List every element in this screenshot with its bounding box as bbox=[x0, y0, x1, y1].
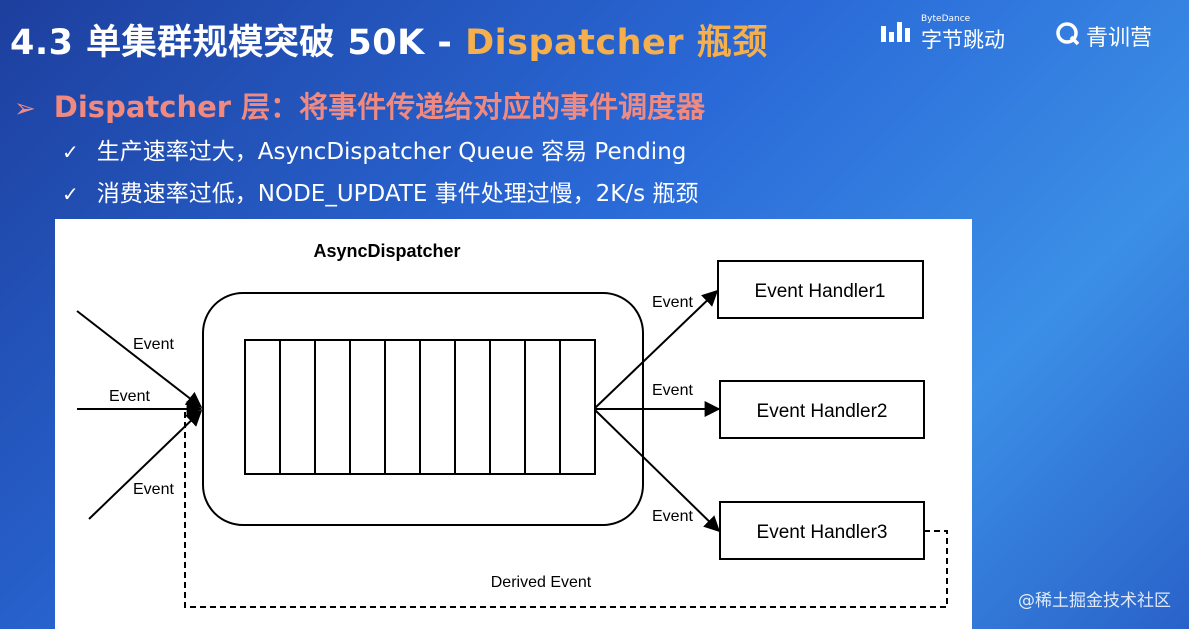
check-item-text: 消费速率过低，NODE_UPDATE 事件处理过慢，2K/s 瓶颈 bbox=[96, 181, 699, 207]
section-heading-text: Dispatcher 层：将事件传递给对应的事件调度器 bbox=[53, 90, 706, 124]
queue-slot bbox=[524, 339, 561, 475]
incoming-arrow bbox=[88, 409, 203, 520]
event-handler-box bbox=[719, 501, 925, 560]
incoming-event-label: Event bbox=[133, 481, 174, 498]
check-icon: ✓ bbox=[62, 182, 79, 206]
queue-slot bbox=[279, 339, 316, 475]
check-item-text: 生产速率过大，AsyncDispatcher Queue 容易 Pending bbox=[96, 139, 687, 165]
event-handler-label: Event Handler3 bbox=[757, 522, 888, 543]
outgoing-arrow bbox=[594, 409, 721, 533]
incoming-event-label: Event bbox=[133, 336, 174, 353]
bytedance-logo: ByteDance 字节跳动 bbox=[881, 14, 1021, 52]
diagram-canvas: AsyncDispatcher Event Event Event Event … bbox=[76, 241, 948, 608]
event-handler-label: Event Handler2 bbox=[757, 401, 888, 422]
bytedance-bars-icon bbox=[881, 22, 910, 42]
title-accent: Dispatcher 瓶颈 bbox=[465, 23, 768, 63]
event-queue bbox=[244, 339, 596, 475]
bytedance-small-text: ByteDance bbox=[921, 14, 971, 24]
event-handler-box bbox=[719, 380, 925, 439]
event-handler-box bbox=[717, 260, 924, 319]
check-icon: ✓ bbox=[62, 140, 79, 164]
check-item: ✓ 生产速率过大，AsyncDispatcher Queue 容易 Pending bbox=[62, 132, 686, 166]
outgoing-event-label: Event bbox=[652, 294, 693, 311]
check-item: ✓ 消费速率过低，NODE_UPDATE 事件处理过慢，2K/s 瓶颈 bbox=[62, 174, 698, 208]
qingxun-logo: 青训营 bbox=[1056, 20, 1171, 51]
queue-slot bbox=[454, 339, 491, 475]
title-prefix: 4.3 单集群规模突破 50K - bbox=[10, 23, 466, 63]
outgoing-event-label: Event bbox=[652, 508, 693, 525]
dispatcher-label: AsyncDispatcher bbox=[313, 241, 460, 261]
bytedance-cn-text: 字节跳动 bbox=[921, 28, 1005, 52]
section-heading: ➢ Dispatcher 层：将事件传递给对应的事件调度器 bbox=[14, 84, 705, 126]
queue-slot bbox=[384, 339, 421, 475]
watermark: @稀土掘金技术社区 bbox=[1018, 591, 1171, 611]
queue-slot bbox=[349, 339, 386, 475]
bullet-arrow-icon: ➢ bbox=[14, 94, 36, 124]
event-handler-label: Event Handler1 bbox=[755, 281, 886, 302]
outgoing-event-label: Event bbox=[652, 382, 693, 399]
dispatcher-diagram: AsyncDispatcher Event Event Event Event … bbox=[55, 219, 972, 629]
incoming-arrow bbox=[76, 310, 203, 408]
queue-slot bbox=[559, 339, 596, 475]
queue-slot bbox=[314, 339, 351, 475]
derived-event-label: Derived Event bbox=[491, 574, 592, 591]
queue-slot bbox=[244, 339, 281, 475]
qingxun-icon bbox=[1056, 22, 1080, 46]
queue-slot bbox=[489, 339, 526, 475]
incoming-event-label: Event bbox=[109, 388, 150, 405]
qingxun-text: 青训营 bbox=[1086, 26, 1153, 51]
derived-event-path bbox=[184, 408, 948, 608]
page-title: 4.3 单集群规模突破 50K - Dispatcher 瓶颈 bbox=[10, 14, 768, 65]
queue-slot bbox=[419, 339, 456, 475]
outgoing-arrow bbox=[594, 289, 719, 409]
